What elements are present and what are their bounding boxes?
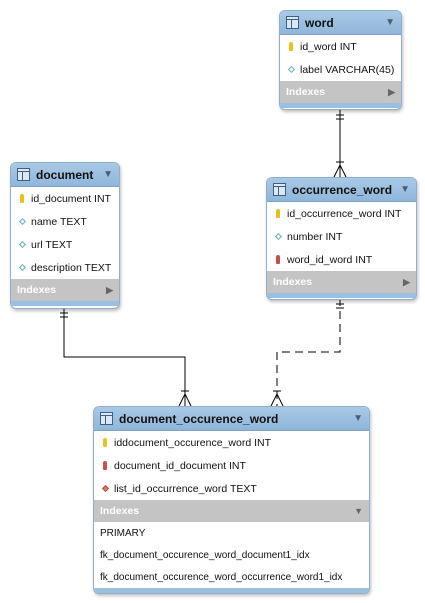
table-icon <box>273 183 286 196</box>
primary-key-icon <box>17 194 27 203</box>
table-word[interactable]: word ▼ id_word INT label VARCHAR(45) Ind… <box>279 10 402 110</box>
relationship-occurrence-word-document-occurence-word <box>270 298 344 407</box>
index-row[interactable]: PRIMARY <box>94 522 369 544</box>
column-row[interactable]: id_document INT <box>11 187 119 210</box>
table-footer <box>267 293 416 298</box>
collapse-triangle-icon[interactable]: ▼ <box>400 184 410 195</box>
indexes-section[interactable]: Indexes ▶ <box>11 279 119 301</box>
column-row[interactable]: description TEXT <box>11 256 119 279</box>
column-diamond-icon <box>17 217 27 226</box>
column-label: label VARCHAR(45) <box>300 63 395 76</box>
relationship-document-document-occurence-word <box>60 307 192 407</box>
column-row[interactable]: iddocument_occurence_word INT <box>94 431 369 454</box>
column-row[interactable]: number INT <box>267 225 416 248</box>
relationship-word-occurrence-word <box>333 108 347 178</box>
foreign-key-diamond-icon <box>100 484 110 493</box>
indexes-label: Indexes <box>100 505 140 517</box>
index-label: fk_document_occurence_word_document1_idx <box>100 549 310 561</box>
table-document-occurence-word[interactable]: document_occurence_word ▼ iddocument_occ… <box>93 406 370 594</box>
table-name: document <box>36 167 94 182</box>
expand-arrow-icon[interactable]: ▶ <box>106 284 113 295</box>
column-diamond-icon <box>273 232 283 241</box>
column-label: word_id_word INT <box>287 253 373 266</box>
table-document[interactable]: document ▼ id_document INT name TEXT url… <box>10 162 120 309</box>
indexes-label: Indexes <box>273 276 313 288</box>
column-label: url TEXT <box>31 238 73 251</box>
column-label: number INT <box>287 230 343 243</box>
collapse-triangle-icon[interactable]: ▼ <box>103 169 113 180</box>
primary-key-icon <box>100 438 110 447</box>
table-name: document_occurence_word <box>119 411 279 426</box>
table-footer <box>11 301 119 306</box>
column-row[interactable]: id_occurrence_word INT <box>267 202 416 225</box>
column-row[interactable]: id_word INT <box>280 35 401 58</box>
collapse-triangle-icon[interactable]: ▼ <box>353 413 363 424</box>
column-row[interactable]: document_id_document INT <box>94 454 369 477</box>
index-label: fk_document_occurence_word_occurrence_wo… <box>100 571 343 583</box>
index-row[interactable]: fk_document_occurence_word_occurrence_wo… <box>94 566 369 588</box>
expand-arrow-icon[interactable]: ▶ <box>388 86 395 97</box>
table-icon <box>17 168 30 181</box>
table-header[interactable]: occurrence_word ▼ <box>267 178 416 202</box>
table-header[interactable]: word ▼ <box>280 11 401 35</box>
column-label: description TEXT <box>31 261 112 274</box>
table-header[interactable]: document_occurence_word ▼ <box>94 407 369 431</box>
column-label: list_id_occurrence_word TEXT <box>114 482 257 495</box>
column-label: id_occurrence_word INT <box>287 207 402 220</box>
table-icon <box>100 412 113 425</box>
column-label: id_document INT <box>31 192 111 205</box>
table-occurrence-word[interactable]: occurrence_word ▼ id_occurrence_word INT… <box>266 177 417 300</box>
foreign-key-icon <box>273 255 283 264</box>
indexes-label: Indexes <box>286 86 326 98</box>
column-label: name TEXT <box>31 215 87 228</box>
expand-arrow-icon[interactable]: ▶ <box>403 276 410 287</box>
column-row[interactable]: name TEXT <box>11 210 119 233</box>
column-diamond-icon <box>17 240 27 249</box>
indexes-label: Indexes <box>17 284 57 296</box>
column-row[interactable]: label VARCHAR(45) <box>280 58 401 81</box>
table-footer <box>94 588 369 593</box>
primary-key-icon <box>273 209 283 218</box>
column-diamond-icon <box>286 65 296 74</box>
table-footer <box>280 103 401 108</box>
column-row[interactable]: url TEXT <box>11 233 119 256</box>
indexes-section[interactable]: Indexes ▶ <box>280 81 401 103</box>
primary-key-icon <box>286 42 296 51</box>
column-label: id_word INT <box>300 40 357 53</box>
column-diamond-icon <box>17 263 27 272</box>
index-row[interactable]: fk_document_occurence_word_document1_idx <box>94 544 369 566</box>
column-label: document_id_document INT <box>114 459 246 472</box>
table-name: occurrence_word <box>292 182 393 197</box>
collapse-triangle-icon[interactable]: ▼ <box>385 17 395 28</box>
column-row[interactable]: list_id_occurrence_word TEXT <box>94 477 369 500</box>
table-header[interactable]: document ▼ <box>11 163 119 187</box>
index-label: PRIMARY <box>100 527 146 539</box>
indexes-section[interactable]: Indexes ▼ <box>94 500 369 522</box>
column-label: iddocument_occurence_word INT <box>114 436 271 449</box>
indexes-section[interactable]: Indexes ▶ <box>267 271 416 293</box>
table-name: word <box>305 15 334 30</box>
collapse-arrow-icon[interactable]: ▼ <box>354 506 363 516</box>
column-row[interactable]: word_id_word INT <box>267 248 416 271</box>
table-icon <box>286 16 299 29</box>
foreign-key-icon <box>100 461 110 470</box>
